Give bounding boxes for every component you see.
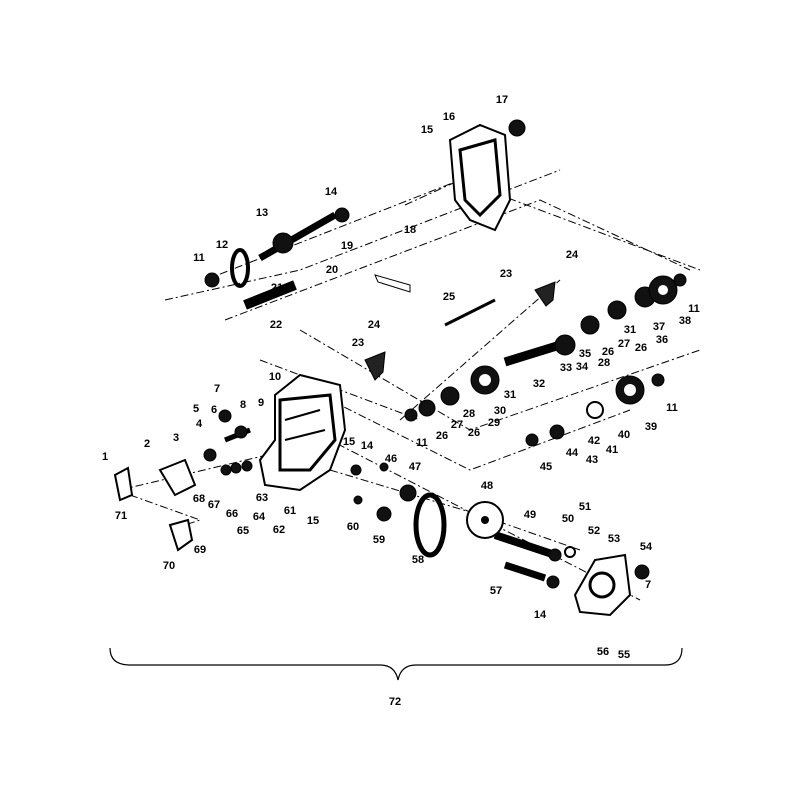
callout: 64 — [253, 511, 266, 523]
callout: 13 — [256, 207, 268, 219]
callout: 51 — [579, 501, 591, 513]
callout: 38 — [679, 315, 691, 327]
callout: 28 — [598, 357, 610, 369]
callout: 11 — [416, 437, 428, 449]
callout: 39 — [645, 421, 657, 433]
callout: 19 — [341, 240, 353, 252]
callout: 57 — [490, 585, 502, 597]
callout: 56 — [597, 646, 609, 658]
callout: 26 — [635, 342, 647, 354]
callout: 4 — [196, 418, 203, 430]
callout: 67 — [208, 499, 220, 511]
callout: 52 — [588, 525, 600, 537]
callout: 60 — [347, 521, 359, 533]
callout: 1 — [102, 451, 108, 463]
callout: 34 — [576, 361, 589, 373]
callout: 46 — [385, 453, 397, 465]
callout: 43 — [586, 454, 598, 466]
callout: 18 — [404, 224, 416, 236]
callout: 36 — [656, 334, 668, 346]
callout: 53 — [608, 533, 620, 545]
callout: 33 — [560, 362, 572, 374]
callout: 41 — [606, 444, 618, 456]
callout: 15 — [421, 124, 433, 136]
callout: 22 — [270, 319, 282, 331]
callout: 26 — [602, 346, 614, 358]
callout-labels: 1 2 3 4 5 6 7 8 9 10 11 12 13 14 15 16 1… — [102, 94, 700, 708]
callout: 27 — [451, 419, 463, 431]
callout: 31 — [624, 324, 636, 336]
callout: 15 — [307, 515, 319, 527]
main-housing — [258, 373, 347, 492]
callout: 24 — [368, 319, 381, 331]
callout: 9 — [258, 397, 264, 409]
callout: 69 — [194, 544, 206, 556]
callout: 63 — [256, 492, 268, 504]
callout: 6 — [211, 404, 217, 416]
callout: 23 — [500, 268, 512, 280]
callout: 27 — [618, 338, 630, 350]
callout: 44 — [566, 447, 579, 459]
callout: 24 — [566, 249, 579, 261]
callout: 58 — [412, 554, 424, 566]
callout: 12 — [216, 239, 228, 251]
callout: 5 — [193, 403, 199, 415]
callout: 54 — [640, 541, 653, 553]
end-plate — [113, 458, 197, 552]
callout: 7 — [645, 579, 651, 591]
callout: 14 — [325, 186, 338, 198]
callout: 55 — [618, 649, 630, 661]
callout: 40 — [618, 429, 630, 441]
callout: 14 — [361, 440, 374, 452]
callout: 10 — [269, 371, 281, 383]
callout: 61 — [284, 505, 296, 517]
callout: 65 — [237, 525, 249, 537]
callout: 59 — [373, 534, 385, 546]
callout: 68 — [193, 493, 205, 505]
callout: 30 — [494, 405, 506, 417]
callout: 47 — [409, 461, 421, 473]
callout: 7 — [214, 383, 220, 395]
callout: 71 — [115, 510, 127, 522]
gears — [203, 119, 687, 589]
callout: 8 — [240, 399, 246, 411]
callout: 32 — [533, 378, 545, 390]
housing-cover-top — [448, 123, 512, 232]
callout: 3 — [173, 432, 179, 444]
callout: 20 — [326, 264, 338, 276]
callout: 2 — [144, 438, 150, 450]
callout: 28 — [463, 408, 475, 420]
callout: 35 — [579, 348, 591, 360]
callout: 48 — [481, 480, 493, 492]
housing-cover-bottom — [573, 553, 632, 617]
callout: 11 — [688, 303, 700, 315]
callout: 14 — [534, 609, 547, 621]
callout: 70 — [163, 560, 175, 572]
callout: 15 — [343, 436, 355, 448]
callout: 21 — [271, 282, 283, 294]
callout: 16 — [443, 111, 455, 123]
callout: 29 — [488, 417, 500, 429]
callout: 37 — [653, 321, 665, 333]
callout: 62 — [273, 524, 285, 536]
callout: 31 — [504, 389, 516, 401]
shafts — [224, 211, 562, 582]
callout: 11 — [666, 402, 678, 414]
callout: 23 — [352, 337, 364, 349]
callout: 11 — [193, 252, 205, 264]
assembly-brace — [109, 647, 683, 681]
callout: 45 — [540, 461, 552, 473]
callout: 72 — [389, 696, 401, 708]
callout: 26 — [436, 430, 448, 442]
callout: 49 — [524, 509, 536, 521]
callout: 50 — [562, 513, 574, 525]
callout: 42 — [588, 435, 600, 447]
callout: 26 — [468, 427, 480, 439]
callout: 17 — [496, 94, 508, 106]
callout: 25 — [443, 291, 455, 303]
callout: 66 — [226, 508, 238, 520]
